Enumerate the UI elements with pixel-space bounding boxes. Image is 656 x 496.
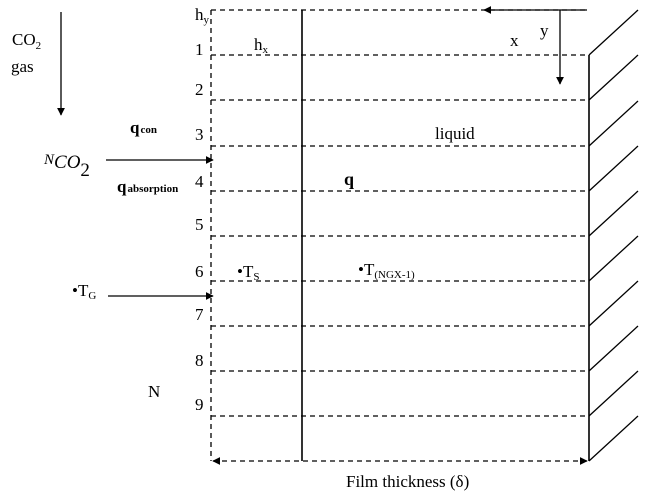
q-absorption-label: qabsorption	[117, 177, 178, 196]
hatch-10	[588, 415, 639, 462]
t-ngx-label: •T(NGX-1)	[358, 260, 415, 281]
t-gas-label: •TG	[72, 281, 96, 302]
hatch-7	[588, 280, 639, 327]
row-number-7: 7	[195, 305, 204, 324]
hatch-3	[588, 100, 639, 147]
row-number-1: 1	[195, 40, 204, 59]
t-surface-label: •TS	[237, 262, 259, 283]
hatch-1	[588, 9, 639, 56]
row-number-2: 2	[195, 80, 204, 99]
y-axis-label: y	[540, 21, 549, 40]
row-number-4: 4	[195, 172, 204, 191]
row-number-3: 3	[195, 125, 204, 144]
hatch-4	[588, 145, 639, 192]
hatch-6	[588, 235, 639, 282]
x-axis-label: x	[510, 31, 519, 50]
row-number-5: 5	[195, 215, 204, 234]
grid-lines	[211, 54, 589, 417]
h-y-label: hy	[195, 5, 210, 26]
hatch-8	[588, 325, 639, 372]
row-number-6: 6	[195, 262, 204, 281]
q-con-label: qcon	[130, 118, 157, 137]
film-thickness-label: Film thickness (δ)	[346, 472, 469, 491]
hatch-9	[588, 370, 639, 417]
q-center-label: q	[344, 169, 354, 189]
wall-hatching	[588, 9, 639, 462]
co2-gas-label-line2: gas	[11, 57, 34, 76]
liquid-label: liquid	[435, 124, 475, 143]
hatch-5	[588, 190, 639, 237]
h-x-label: hx	[254, 35, 269, 56]
row-numbers: 1 2 3 4 5 6 7 8 9	[195, 40, 204, 414]
row-number-8: 8	[195, 351, 204, 370]
hatch-2	[588, 54, 639, 101]
node-n-label: N	[148, 382, 160, 401]
n-co2-label: NCO2	[43, 152, 90, 181]
co2-gas-label-line1: CO2	[12, 30, 41, 52]
row-number-9: 9	[195, 395, 204, 414]
